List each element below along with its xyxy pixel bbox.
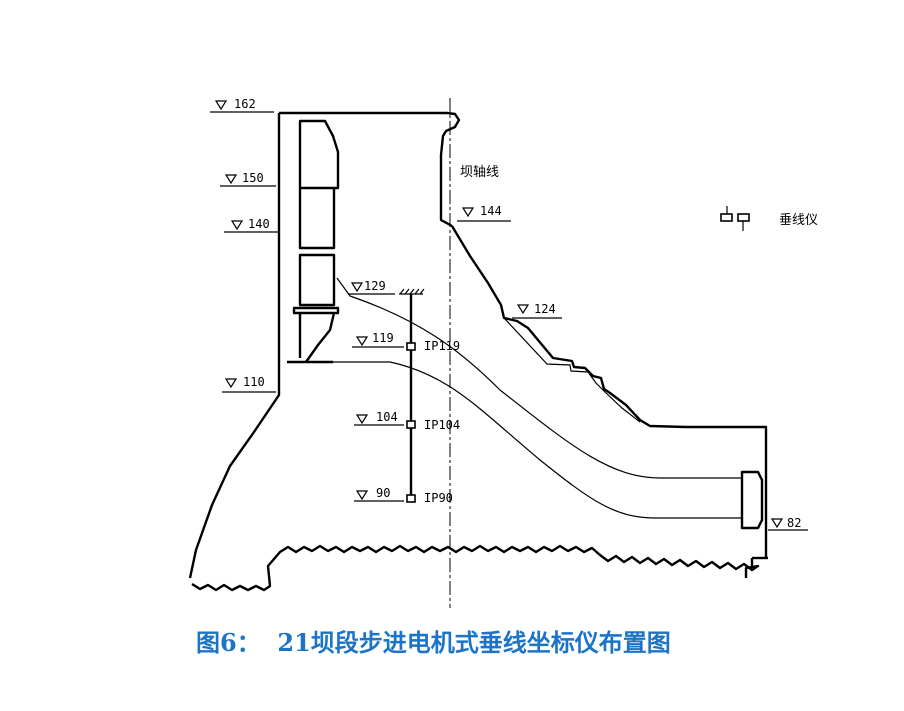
penstock-top: [336, 277, 742, 479]
intake-upper: [298, 119, 340, 250]
elevation-marker-124: 124: [512, 302, 562, 319]
dam-crest: [279, 111, 461, 228]
elevation-marker-150: 150: [220, 171, 276, 187]
elevation-marker-119: 119: [352, 331, 404, 348]
elevation-marker-90: 90: [354, 486, 404, 502]
intake-trumpet: [298, 312, 336, 363]
outlet-bucket: [740, 470, 764, 530]
elevation-marker-82: 82: [768, 516, 808, 531]
penstock-bottom: [306, 361, 742, 519]
figure-caption: 图6： 21坝段步进电机式垂线坐标仪布置图: [196, 628, 671, 657]
legend-plumb-meter-icon: [720, 206, 750, 231]
instrument-marker-ip119: [406, 342, 416, 351]
legend-label: 垂线仪: [779, 213, 818, 228]
dam-axis-label: 坝轴线: [460, 165, 499, 180]
elevation-marker-129: 129: [348, 279, 395, 295]
svg-text:124: 124: [534, 302, 556, 316]
elevation-marker-144: 144: [457, 204, 511, 222]
downstream-inner-line: [503, 317, 641, 423]
instrument-label-ip104: IP104: [424, 418, 460, 432]
svg-text:129: 129: [364, 279, 386, 293]
elevation-marker-110: 110: [222, 375, 276, 393]
intake-lower: [298, 253, 336, 307]
instrument-label-ip119: IP119: [424, 339, 460, 353]
instrument-label-ip90: IP90: [424, 491, 453, 505]
svg-text:90: 90: [376, 486, 390, 500]
gate-slot: [292, 306, 340, 315]
svg-text:104: 104: [376, 410, 398, 424]
svg-text:119: 119: [372, 331, 394, 345]
svg-text:110: 110: [243, 375, 265, 389]
svg-text:150: 150: [242, 171, 264, 185]
svg-text:144: 144: [480, 204, 502, 218]
elevation-marker-162: 162: [210, 97, 274, 113]
dam-outline-upstream: [188, 113, 281, 579]
svg-text:162: 162: [234, 97, 256, 111]
foundation-line: [191, 544, 760, 592]
dam-outline-downstream: [450, 225, 768, 557]
svg-text:82: 82: [787, 516, 801, 530]
svg-text:140: 140: [248, 217, 270, 231]
instrument-marker-ip90: [406, 494, 416, 503]
elevation-marker-104: 104: [354, 410, 404, 426]
elevation-marker-140: 140: [224, 217, 278, 233]
instrument-marker-ip104: [406, 420, 416, 429]
